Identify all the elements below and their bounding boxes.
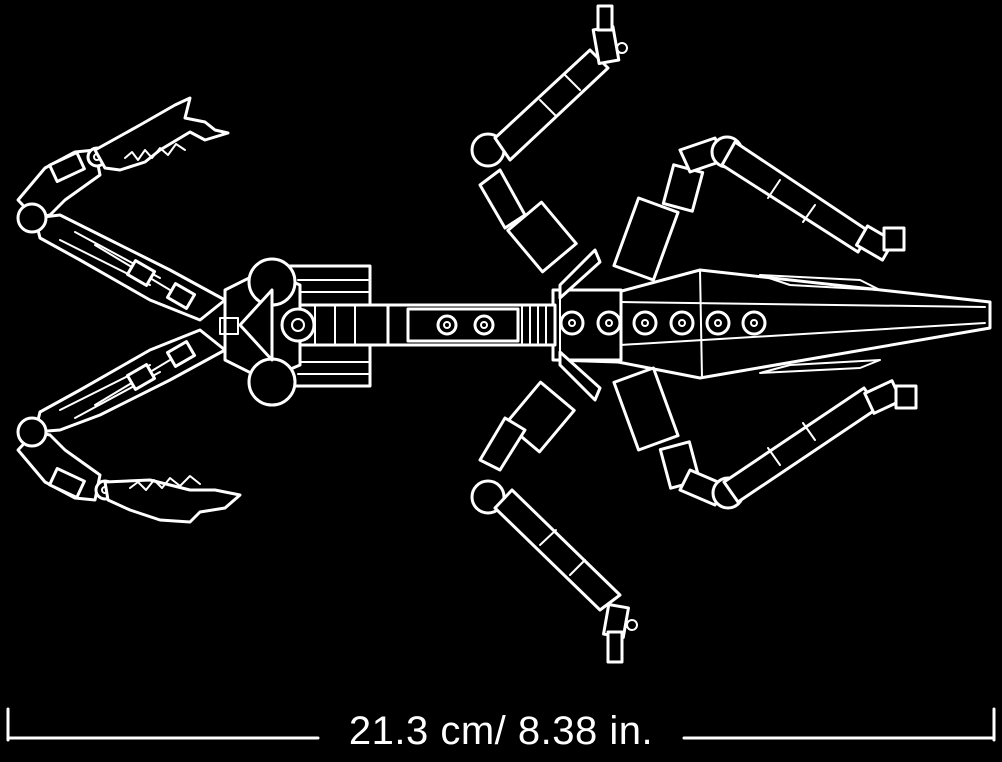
dimension-label: 21.3 cm/ 8.38 in. [348,709,654,753]
thorax [378,303,557,347]
mandible-lower [16,328,242,524]
head [219,257,390,407]
abdomen [551,268,992,380]
mandible-upper [16,96,230,322]
leg-front-lower [470,350,638,664]
leg-rear-lower [612,366,918,510]
dimension-bracket [6,707,996,742]
abdomen-studs [559,310,767,336]
leg-rear-upper [612,135,906,282]
leg-front-upper [470,4,628,300]
